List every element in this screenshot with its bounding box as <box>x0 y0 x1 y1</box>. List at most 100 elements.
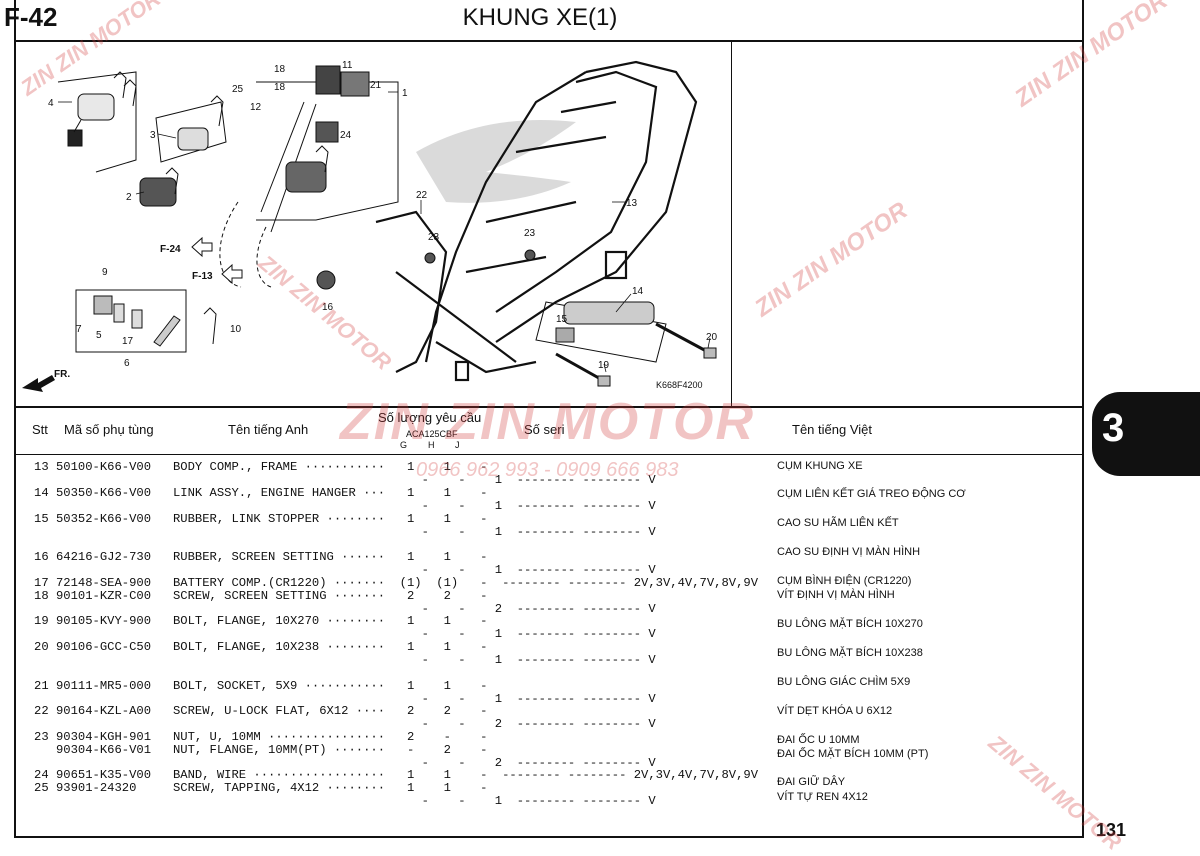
callout-16: 16 <box>322 302 334 313</box>
row-17-line1: 17 72148-SEA-900 BATTERY COMP.(CR1220) ·… <box>34 576 759 590</box>
row-15-line2: - - 1 -------- -------- V <box>34 525 656 539</box>
diagram-divider <box>731 42 732 406</box>
callout-4: 4 <box>48 98 54 109</box>
header-divider <box>14 40 1084 42</box>
row-22-viet: VÍT DẸT KHÓA U 6X12 <box>777 705 893 717</box>
col-serial: Số seri <box>524 422 565 437</box>
row-18-line1: 18 90101-KZR-C00 SCREW, SCREEN SETTING ·… <box>34 589 488 603</box>
leader-lines <box>58 91 711 373</box>
bolts <box>555 322 717 387</box>
row-25-line1: 25 93901-24320 SCREW, TAPPING, 4X12 ····… <box>34 781 488 795</box>
row-23-line2: 90304-K66-V01 NUT, FLANGE, 10MM(PT) ····… <box>34 743 488 757</box>
callout-10: 10 <box>230 324 242 335</box>
callout-3: 3 <box>150 130 156 141</box>
ref-f24: F-24 <box>160 244 181 255</box>
ignition-lock-group <box>57 71 137 173</box>
page-frame <box>14 0 1084 838</box>
row-19-line1: 19 90105-KVY-900 BOLT, FLANGE, 10X270 ··… <box>34 614 488 628</box>
callout-11: 11 <box>342 60 353 71</box>
cables <box>219 201 272 288</box>
callout-25: 25 <box>232 84 244 95</box>
callout-21: 21 <box>370 80 382 91</box>
row-20-viet: BU LÔNG MẶT BÍCH 10X238 <box>777 647 923 659</box>
row-13-line1: 13 50100-K66-V00 BODY COMP., FRAME ·····… <box>34 460 488 474</box>
callout-15: 15 <box>556 314 568 325</box>
callout-13: 13 <box>626 198 638 209</box>
callout-12: 12 <box>250 102 262 113</box>
col-qty-j: J <box>455 440 460 450</box>
callout-24: 24 <box>340 130 352 141</box>
honda-wing-watermark <box>416 120 576 203</box>
row-14-viet: CỤM LIÊN KẾT GIÁ TREO ĐỘNG CƠ <box>777 488 966 500</box>
row-17-viet: CỤM BÌNH ĐIỆN (CR1220) <box>777 575 912 587</box>
col-qty-h: H <box>428 440 435 450</box>
row-14-line1: 14 50350-K66-V00 LINK ASSY., ENGINE HANG… <box>34 486 488 500</box>
page-id: F-42 <box>4 2 58 32</box>
row-16-line2: - - 1 -------- -------- V <box>34 563 656 577</box>
front-arrow: FR. <box>22 369 70 392</box>
row-13-viet: CỤM KHUNG XE <box>777 460 863 472</box>
row-14-line2: - - 1 -------- -------- V <box>34 499 656 513</box>
frame-diagram-svg: FR. F-24 F-13 <box>22 60 718 392</box>
row-18-viet: VÍT ĐỊNH VỊ MÀN HÌNH <box>777 589 895 601</box>
row-24-line1: 24 90651-K35-V00 BAND, WIRE ············… <box>34 768 759 782</box>
row-16-viet: CAO SU ĐỊNH VỊ MÀN HÌNH <box>777 546 921 558</box>
callout-14: 14 <box>632 286 644 297</box>
ref-f13: F-13 <box>192 271 213 282</box>
key-set-box <box>75 289 217 353</box>
col-stt: Stt <box>32 422 48 437</box>
callout-23a: 23 <box>428 232 440 243</box>
page-number: 131 <box>1096 820 1127 840</box>
page-title: KHUNG XE(1) <box>462 4 618 31</box>
row-22-line1: 22 90164-KZL-A00 SCREW, U-LOCK FLAT, 6X1… <box>34 704 488 718</box>
row-21-line1: 21 90111-MR5-000 BOLT, SOCKET, 5X9 ·····… <box>34 679 488 693</box>
row-16-line1: 16 64216-GJ2-730 RUBBER, SCREEN SETTING … <box>34 550 488 564</box>
callout-5: 5 <box>96 330 102 341</box>
table-header-line <box>16 454 1082 455</box>
section-tab-label: 3 <box>1102 406 1125 450</box>
ref-arrows <box>191 236 243 285</box>
table-top-line <box>16 406 1082 408</box>
row-15-viet: CAO SU HÃM LIÊN KẾT <box>777 517 899 529</box>
col-qty: Số lượng yêu cầu <box>378 410 482 425</box>
bracket-1-region <box>256 65 399 221</box>
col-qty-g: G <box>400 440 408 450</box>
row-19-line2: - - 1 -------- -------- V <box>34 627 656 641</box>
diagram-code: K668F4200 <box>656 380 703 390</box>
row-23-line3: - - 2 -------- -------- V <box>34 756 656 770</box>
callout-1: 1 <box>402 88 408 99</box>
row-25-line2: - - 1 -------- -------- V <box>34 794 656 808</box>
row-13-line2: - - 1 -------- -------- V <box>34 473 656 487</box>
row-21-viet: BU LÔNG GIÁC CHÌM 5X9 <box>777 676 911 688</box>
main-frame <box>375 60 698 382</box>
seat-lock-group <box>155 95 227 163</box>
front-label: FR. <box>54 369 70 380</box>
row-20-line2: - - 1 -------- -------- V <box>34 653 656 667</box>
row-20-line1: 20 90106-GCC-C50 BOLT, FLANGE, 10X238 ··… <box>34 640 488 654</box>
row-23-viet-a: ĐAI ỐC U 10MM <box>777 734 860 746</box>
row-22-line2: - - 2 -------- -------- V <box>34 717 656 731</box>
rubber-16 <box>316 249 536 290</box>
row-15-line1: 15 50352-K66-V00 RUBBER, LINK STOPPER ··… <box>34 512 488 526</box>
row-24-viet: ĐAI GIỮ DÂY <box>777 776 846 788</box>
exploded-diagram: FR. F-24 F-13 <box>16 42 731 406</box>
row-18-line2: - - 2 -------- -------- V <box>34 602 656 616</box>
callout-20: 20 <box>706 332 718 343</box>
callout-22: 22 <box>416 190 428 201</box>
section-tab: 3 <box>1092 392 1200 476</box>
row-19-viet: BU LÔNG MẶT BÍCH 10X270 <box>777 618 923 630</box>
callout-18a: 18 <box>274 64 286 75</box>
lock-2 <box>139 167 179 207</box>
row-23-viet-b: ĐAI ỐC MẶT BÍCH 10MM (PT) <box>777 748 929 760</box>
engine-hanger <box>535 301 667 363</box>
callout-23b: 23 <box>524 228 536 239</box>
callout-7: 7 <box>76 324 82 335</box>
row-23-line1: 23 90304-KGH-901 NUT, U, 10MM ··········… <box>34 730 488 744</box>
callout-19: 19 <box>598 360 610 371</box>
callout-9: 9 <box>102 267 108 278</box>
callout-2: 2 <box>126 192 132 203</box>
row-25-viet: VÍT TỰ REN 4X12 <box>777 791 868 803</box>
col-english: Tên tiếng Anh <box>228 422 309 437</box>
callout-6: 6 <box>124 358 130 369</box>
col-part-no: Mã số phụ tùng <box>64 422 154 437</box>
